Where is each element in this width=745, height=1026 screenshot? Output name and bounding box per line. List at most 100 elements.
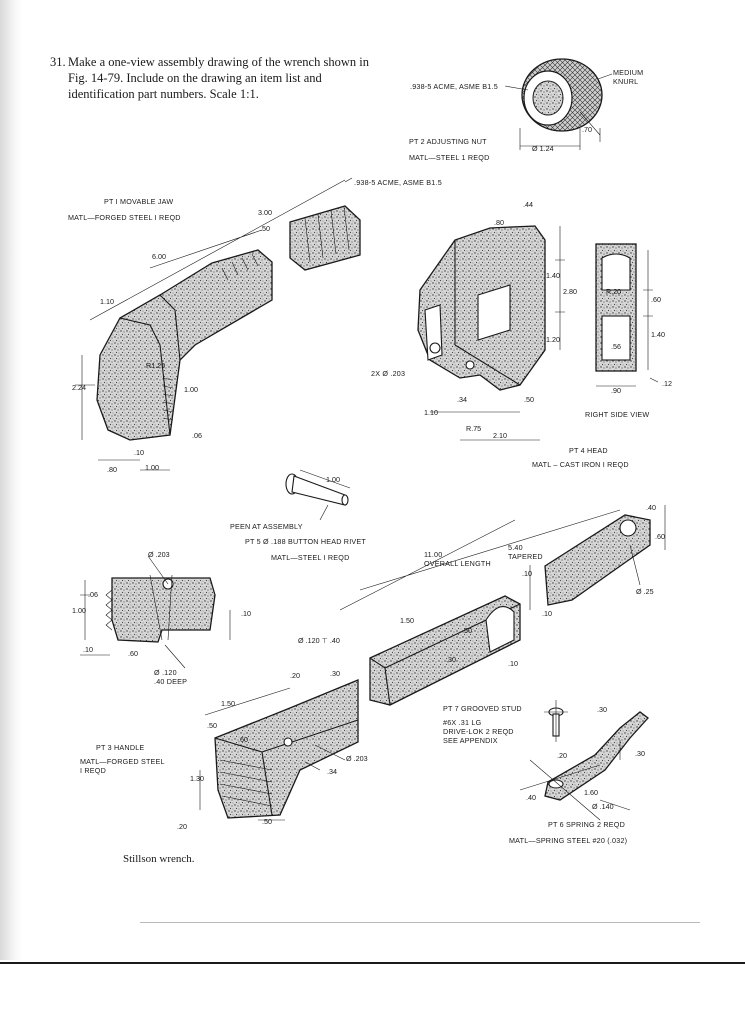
dim-head-80: .80 — [494, 218, 504, 227]
page-bottom-rule — [140, 922, 700, 923]
dim-handle-dia25: Ø .25 — [636, 587, 654, 596]
dim-head-140: 1.40 — [546, 271, 560, 280]
button-head-rivet — [285, 469, 351, 521]
dim-h3-150: 1.50 — [221, 699, 235, 708]
dim-spring-dia140: Ø .140 — [592, 802, 614, 811]
dim-head-44: .44 — [523, 200, 533, 209]
scan-bottom-band — [0, 962, 745, 1026]
dim-head-r75: R.75 — [466, 424, 482, 433]
dim-handle-10a: .10 — [522, 569, 532, 578]
pt3-title: PT 3 HANDLE — [96, 743, 145, 752]
dim-detail-100: 1.00 — [72, 606, 86, 615]
dim-handle-50: .50 — [462, 626, 472, 635]
dim-jaw-100a: 1.00 — [184, 385, 198, 394]
dim-spring-160: 1.60 — [584, 788, 598, 797]
overall-length-note: 11.00 OVERALL LENGTH — [424, 550, 491, 568]
pt4-material: MATL – CAST IRON I REQD — [532, 460, 629, 469]
tapered-note: 5.40 TAPERED — [508, 543, 543, 561]
pt7-spec: #6X .31 LG DRIVE-LOK 2 REQD SEE APPENDIX — [443, 718, 514, 745]
dim-handle-10c: .10 — [508, 659, 518, 668]
grooved-stud — [544, 700, 568, 742]
dim-rivet-100: 1.00 — [326, 475, 340, 484]
dim-jaw-600: 6.00 — [152, 252, 166, 261]
medium-knurl-note: MEDIUM KNURL — [613, 68, 644, 86]
dim-detail-60: .60 — [128, 649, 138, 658]
dim-handle-dia120: Ø .120 ⊤ .40 — [298, 636, 340, 645]
dim-detail-06: .06 — [88, 590, 98, 599]
dim-jaw-300: 3.00 — [258, 208, 272, 217]
dim-handle-40: .40 — [646, 503, 656, 512]
pt1-material: MATL—FORGED STEEL I REQD — [68, 213, 181, 222]
pt7-title: PT 7 GROOVED STUD — [443, 704, 522, 713]
dim-rsv-90: .90 — [611, 386, 621, 395]
peen-note: PEEN AT ASSEMBLY — [230, 522, 303, 531]
dim-jaw-06: .06 — [192, 431, 202, 440]
dim-h3-50b: .50 — [262, 817, 272, 826]
dim-h3-34: .34 — [327, 767, 337, 776]
wrench-drawing — [75, 58, 666, 821]
dim-rsv-60: .60 — [651, 295, 661, 304]
dim-spring-30b: .30 — [635, 749, 645, 758]
head-right-side-view — [595, 243, 659, 387]
dim-handle-30: .30 — [446, 655, 456, 664]
textbook-page: 31. Make a one-view assembly drawing of … — [0, 0, 700, 960]
handle-end-isometric — [199, 679, 359, 821]
dim-detail-10b: .10 — [83, 645, 93, 654]
dim-head-120: 1.20 — [546, 335, 560, 344]
dim-handle-60: .60 — [655, 532, 665, 541]
hole-note-2x: 2X Ø .203 — [371, 369, 406, 378]
dim-h3-20: .20 — [290, 671, 300, 680]
dim-spring-40: .40 — [526, 793, 536, 802]
dim-h3-130: 1.30 — [190, 774, 204, 783]
dim-nut-70: .70 — [582, 125, 592, 134]
dim-head-34: .34 — [457, 395, 467, 404]
dim-jaw-r125: R1.25 — [146, 361, 166, 370]
dim-h3-30: .30 — [330, 669, 340, 678]
movable-jaw — [75, 177, 361, 471]
dim-spring-20: .20 — [557, 751, 567, 760]
acme-thread-note-nut: .938-5 ACME, ASME B1.5 — [410, 82, 498, 91]
scan-shadow — [0, 0, 22, 960]
dim-head-110: 1.10 — [424, 408, 438, 417]
pt2-title: PT 2 ADJUSTING NUT — [409, 137, 487, 146]
pt2-material: MATL—STEEL 1 REQD — [409, 153, 490, 162]
problem-statement: 31. Make a one-view assembly drawing of … — [50, 54, 380, 102]
drill-depth-note: Ø .120 .40 DEEP — [154, 668, 188, 686]
dim-detail-dia203: Ø .203 — [148, 550, 170, 559]
dim-handle-10b: .10 — [542, 609, 552, 618]
dim-head-210: 2.10 — [493, 431, 507, 440]
pt6-title: PT 6 SPRING 2 REQD — [548, 820, 625, 829]
dim-jaw-10: .10 — [134, 448, 144, 457]
pt6-material: MATL—SPRING STEEL #20 (.032) — [509, 836, 628, 845]
dim-rsv-140: 1.40 — [651, 330, 665, 339]
dim-head-50: .50 — [524, 395, 534, 404]
dim-rsv-r20: R.20 — [606, 287, 622, 296]
dim-h3-60: .60 — [238, 735, 248, 744]
dim-head-280: 2.80 — [563, 287, 577, 296]
pt5-title: PT 5 Ø .188 BUTTON HEAD RIVET — [245, 537, 366, 546]
pt5-material: MATL—STEEL I REQD — [271, 553, 350, 562]
dim-h3-50a: .50 — [207, 721, 217, 730]
dim-jaw-100b: 1.00 — [145, 463, 159, 472]
dim-nut-diameter: Ø 1.24 — [532, 144, 554, 153]
handle — [339, 505, 666, 706]
dim-spring-30a: .30 — [597, 705, 607, 714]
dim-jaw-110: 1.10 — [100, 297, 114, 306]
problem-text: Make a one-view assembly drawing of the … — [68, 55, 369, 101]
dim-rsv-56: .56 — [611, 342, 621, 351]
right-side-view-label: RIGHT SIDE VIEW — [585, 410, 650, 419]
adjusting-nut — [504, 58, 613, 150]
pt4-title: PT 4 HEAD — [569, 446, 608, 455]
spring — [519, 711, 649, 821]
dim-jaw-80: .80 — [107, 465, 117, 474]
dim-h3-20b: .20 — [177, 822, 187, 831]
dim-detail-10a: .10 — [241, 609, 251, 618]
pt3-material: MATL—FORGED STEEL I REQD — [80, 757, 165, 775]
pt1-title: PT I MOVABLE JAW — [104, 197, 174, 206]
problem-number: 31. — [50, 55, 66, 69]
dim-rsv-12: .12 — [662, 379, 672, 388]
handle-detail-section — [80, 555, 231, 669]
head — [417, 225, 565, 441]
dim-h3-dia203: Ø .203 — [346, 754, 368, 763]
dim-jaw-50: .50 — [260, 224, 270, 233]
